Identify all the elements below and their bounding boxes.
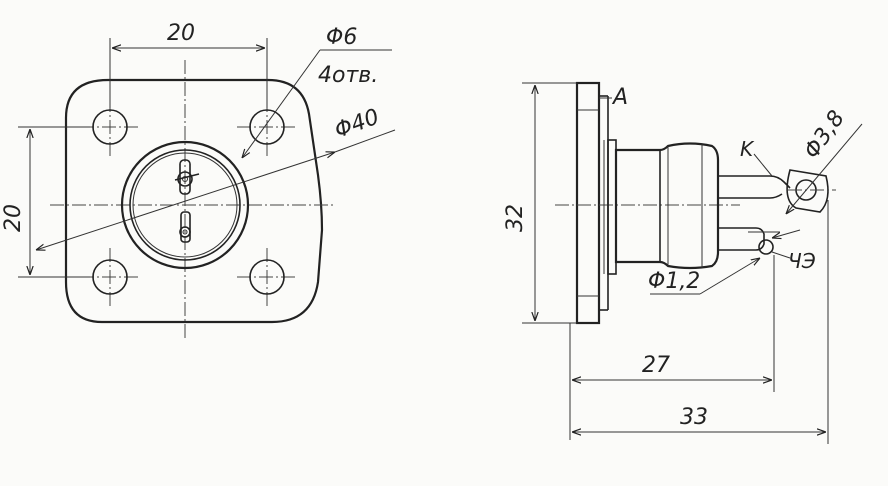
lead-lower bbox=[718, 227, 765, 251]
dim-phi6: Φ6 bbox=[326, 25, 357, 50]
dim-phi1-2: Φ1,2 bbox=[648, 269, 700, 294]
dim-phi3-8: Φ3,8 bbox=[799, 106, 849, 163]
dim-hole-count: 4отв. bbox=[318, 63, 378, 88]
dim-27: 27 bbox=[642, 353, 670, 378]
label-ch: ЧЭ bbox=[788, 249, 816, 273]
side-connector-body bbox=[614, 142, 720, 270]
contact-top bbox=[174, 159, 200, 195]
mounting-hole-bottom-right bbox=[249, 259, 285, 295]
dim-20-vertical: 20 bbox=[1, 204, 26, 232]
dim-33: 33 bbox=[680, 405, 708, 430]
lead-upper bbox=[718, 175, 791, 199]
dim-line-phi40 bbox=[36, 152, 335, 250]
flange-outline bbox=[64, 78, 324, 324]
dim-20-horizontal: 20 bbox=[167, 21, 195, 46]
ring-terminal bbox=[786, 169, 829, 213]
label-a: A bbox=[611, 85, 628, 110]
label-k: K bbox=[740, 137, 755, 161]
mounting-hole-bottom-left bbox=[92, 259, 128, 295]
pin-end bbox=[758, 239, 774, 255]
dim-32: 32 bbox=[503, 204, 528, 232]
front-view: 20 20 Φ6 4отв. Φ40 bbox=[1, 21, 396, 340]
side-view: A K Φ3,8 32 Φ1,2 ЧЭ 27 33 bbox=[503, 81, 863, 444]
mounting-hole-top-left bbox=[92, 109, 128, 145]
side-flange bbox=[575, 81, 601, 325]
mounting-hole-top-right bbox=[249, 109, 285, 145]
